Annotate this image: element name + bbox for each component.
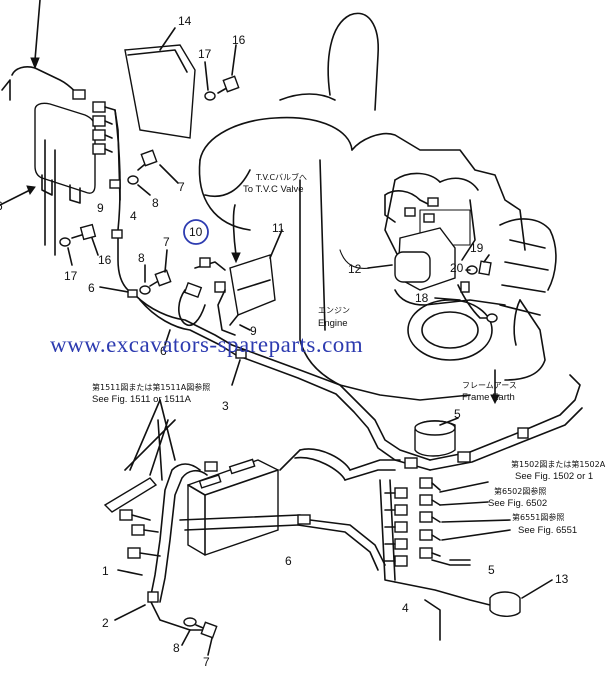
- callout-texts: T.V.Cバルブへ To T.V.C Valve エンジン Engine フレー…: [92, 172, 606, 536]
- label-10: 10: [189, 225, 203, 239]
- label-19: 19: [470, 241, 484, 255]
- callout-leaders: [129, 369, 500, 641]
- label-17-upper: 17: [198, 47, 212, 61]
- fig-6502-en: See Fig. 6502: [488, 498, 547, 509]
- label-4-lower: 4: [402, 601, 409, 615]
- fig-6551-en: See Fig. 6551: [518, 525, 577, 536]
- label-7-bottom: 7: [203, 655, 210, 669]
- bolt-7-8-mid: [127, 149, 179, 196]
- label-2: 2: [102, 616, 109, 630]
- fig-1511-en: See Fig. 1511 or 1511A: [92, 394, 192, 405]
- tvc-valve-jp: T.V.Cバルブへ: [255, 172, 307, 182]
- fig-1502-en: See Fig. 1502 or 1: [515, 471, 593, 482]
- label-16-upper: 16: [232, 33, 246, 47]
- label-13: 13: [555, 572, 569, 586]
- label-8-bottom: 8: [173, 641, 180, 655]
- label-11: 11: [272, 221, 285, 235]
- main-harness-3: [99, 286, 583, 471]
- bolt-16-17-lower: [59, 223, 99, 266]
- part-numbers: 14 17 16 7 8 4 9 10 7 8 11 17 16 6 6 9 3…: [0, 14, 569, 669]
- label-18: 18: [415, 291, 429, 305]
- engine-en: Engine: [318, 318, 348, 329]
- label-7-near-10: 7: [163, 235, 170, 249]
- frame-earth-jp: フレームアース: [462, 381, 517, 390]
- tvc-valve-en: To T.V.C Valve: [243, 184, 304, 195]
- label-9-mid: 9: [250, 324, 257, 338]
- bolt-7-8-near-10: [139, 249, 172, 295]
- label-17-lower: 17: [64, 269, 78, 283]
- lower-controller: [103, 419, 279, 556]
- lower-right-connectors: [379, 477, 553, 617]
- label-6-mid: 6: [160, 344, 167, 358]
- label-3: 3: [222, 399, 229, 413]
- highlight-circle-10: [183, 219, 209, 245]
- label-20: 20: [450, 261, 464, 275]
- relay-5-upper: [414, 417, 459, 457]
- label-6-edge: 6: [0, 199, 3, 213]
- label-5-lower: 5: [488, 563, 495, 577]
- label-5-upper: 5: [454, 407, 461, 421]
- label-16-lower: 16: [98, 253, 112, 267]
- top-left-harness: [1, 0, 86, 101]
- fig-1502-jp: 第1502図または第1502A: [511, 459, 606, 469]
- sensor-10-assembly: [178, 204, 283, 336]
- frame-earth-en: Frame Earth: [462, 392, 515, 403]
- connector-cluster-top: [92, 101, 136, 296]
- label-12: 12: [348, 262, 362, 276]
- plate-14: [124, 27, 196, 139]
- lower-harness-1-2: [114, 448, 401, 656]
- label-6-lower: 6: [285, 554, 292, 568]
- watermark: www.excavators-spareparts.com: [50, 332, 363, 357]
- label-1: 1: [102, 564, 109, 578]
- control-box: [0, 102, 96, 256]
- fig-1511-jp: 第1511図または第1511A図参照: [92, 382, 210, 392]
- fig-6502-jp: 第6502図参照: [494, 486, 546, 496]
- label-8-mid: 8: [152, 196, 159, 210]
- items-12-18-20: [367, 190, 498, 323]
- label-6-left: 6: [88, 281, 95, 295]
- label-4-top: 4: [130, 209, 137, 223]
- label-7-mid: 7: [178, 180, 185, 194]
- fig-6551-jp: 第6551図参照: [512, 512, 564, 522]
- label-9-top: 9: [97, 201, 104, 215]
- label-14: 14: [178, 14, 192, 28]
- bolt-16-17-upper: [204, 44, 240, 101]
- engine-jp: エンジン: [318, 306, 350, 315]
- label-8-near-10: 8: [138, 251, 145, 265]
